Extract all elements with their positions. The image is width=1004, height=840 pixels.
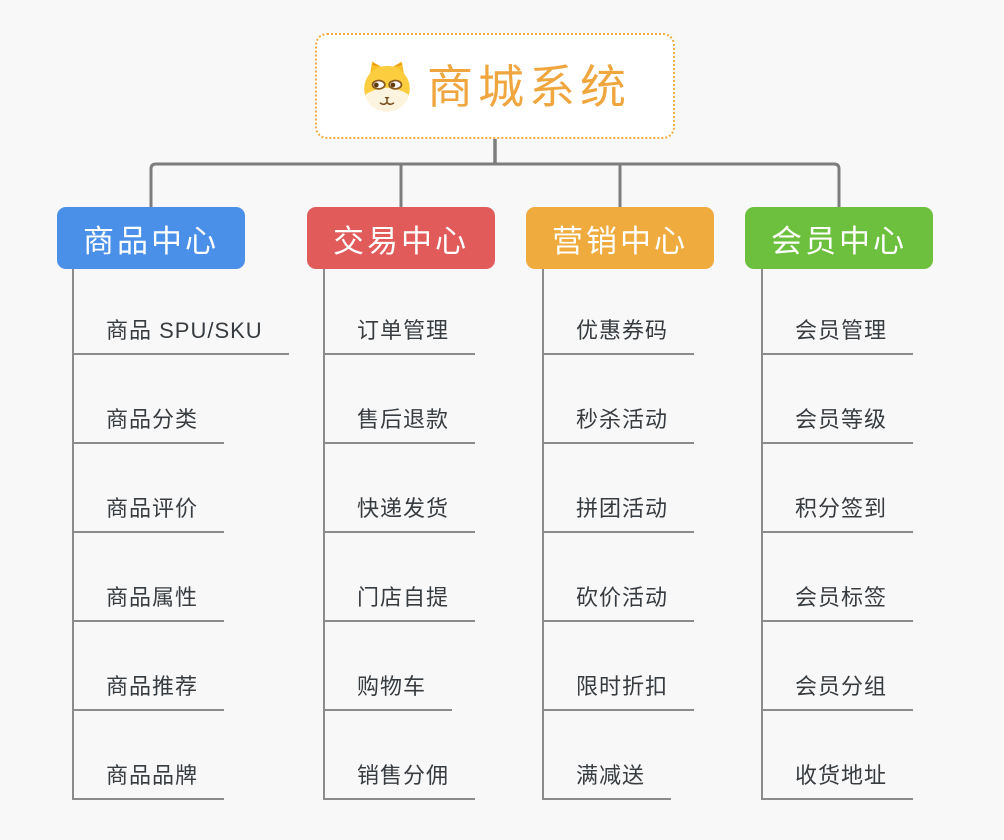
child-topic-label[interactable]: 积分签到: [763, 491, 914, 533]
child-topic-label[interactable]: 商品属性: [74, 580, 225, 622]
child-topic: 商品属性: [74, 533, 306, 622]
child-topic: 商品品牌: [74, 711, 306, 800]
child-topic: 会员分组: [763, 622, 995, 711]
child-topic: 会员管理: [763, 269, 995, 355]
child-topic: 拼团活动: [544, 444, 776, 533]
dog-emoji-icon: [364, 61, 410, 112]
child-topic-label[interactable]: 商品推荐: [74, 669, 225, 711]
child-topic: 商品分类: [74, 355, 306, 444]
child-topic-label[interactable]: 商品品牌: [74, 758, 225, 800]
child-topic-label[interactable]: 商品评价: [74, 491, 225, 533]
child-topic-label[interactable]: 会员标签: [763, 580, 914, 622]
child-topic-label[interactable]: 满减送: [544, 758, 672, 800]
child-topic-label[interactable]: 售后退款: [325, 402, 476, 444]
child-topic-label[interactable]: 销售分佣: [325, 758, 476, 800]
child-topic-label[interactable]: 商品 SPU/SKU: [74, 313, 289, 355]
child-topic-label[interactable]: 购物车: [325, 669, 453, 711]
branch-children-trade: 订单管理 售后退款 快递发货 门店自提 购物车 销售分佣: [323, 269, 557, 800]
child-topic: 购物车: [325, 622, 557, 711]
child-topic: 收货地址: [763, 711, 995, 800]
child-topic-label[interactable]: 会员分组: [763, 669, 914, 711]
child-topic: 限时折扣: [544, 622, 776, 711]
child-topic-label[interactable]: 订单管理: [325, 313, 476, 355]
child-topic: 会员标签: [763, 533, 995, 622]
child-topic: 快递发货: [325, 444, 557, 533]
child-topic: 销售分佣: [325, 711, 557, 800]
branch-node-trade-center[interactable]: 交易中心: [307, 207, 495, 269]
child-topic: 商品推荐: [74, 622, 306, 711]
branch-node-member-center[interactable]: 会员中心: [745, 207, 933, 269]
child-topic: 商品 SPU/SKU: [74, 269, 306, 355]
child-topic: 售后退款: [325, 355, 557, 444]
child-topic: 优惠券码: [544, 269, 776, 355]
child-topic-label[interactable]: 商品分类: [74, 402, 225, 444]
root-node[interactable]: 商城系统: [315, 33, 675, 139]
branch-node-product-center[interactable]: 商品中心: [57, 207, 245, 269]
child-topic-label[interactable]: 砍价活动: [544, 580, 695, 622]
child-topic-label[interactable]: 秒杀活动: [544, 402, 695, 444]
branch-children-marketing: 优惠券码 秒杀活动 拼团活动 砍价活动 限时折扣 满减送: [542, 269, 776, 800]
child-topic-label[interactable]: 优惠券码: [544, 313, 695, 355]
child-topic-label[interactable]: 快递发货: [325, 491, 476, 533]
child-topic: 门店自提: [325, 533, 557, 622]
root-title: 商城系统: [427, 61, 631, 113]
branch-children-member: 会员管理 会员等级 积分签到 会员标签 会员分组 收货地址: [761, 269, 995, 800]
child-topic-label[interactable]: 限时折扣: [544, 669, 695, 711]
child-topic-label[interactable]: 会员等级: [763, 402, 914, 444]
child-topic-label[interactable]: 门店自提: [325, 580, 476, 622]
child-topic: 秒杀活动: [544, 355, 776, 444]
branch-children-product: 商品 SPU/SKU 商品分类 商品评价 商品属性 商品推荐 商品品牌: [72, 269, 306, 800]
child-topic: 积分签到: [763, 444, 995, 533]
child-topic: 会员等级: [763, 355, 995, 444]
child-topic-label[interactable]: 收货地址: [763, 758, 914, 800]
child-topic: 满减送: [544, 711, 776, 800]
branch-node-marketing-center[interactable]: 营销中心: [526, 207, 714, 269]
child-topic-label[interactable]: 会员管理: [763, 313, 914, 355]
child-topic: 订单管理: [325, 269, 557, 355]
child-topic: 砍价活动: [544, 533, 776, 622]
child-topic: 商品评价: [74, 444, 306, 533]
child-topic-label[interactable]: 拼团活动: [544, 491, 695, 533]
